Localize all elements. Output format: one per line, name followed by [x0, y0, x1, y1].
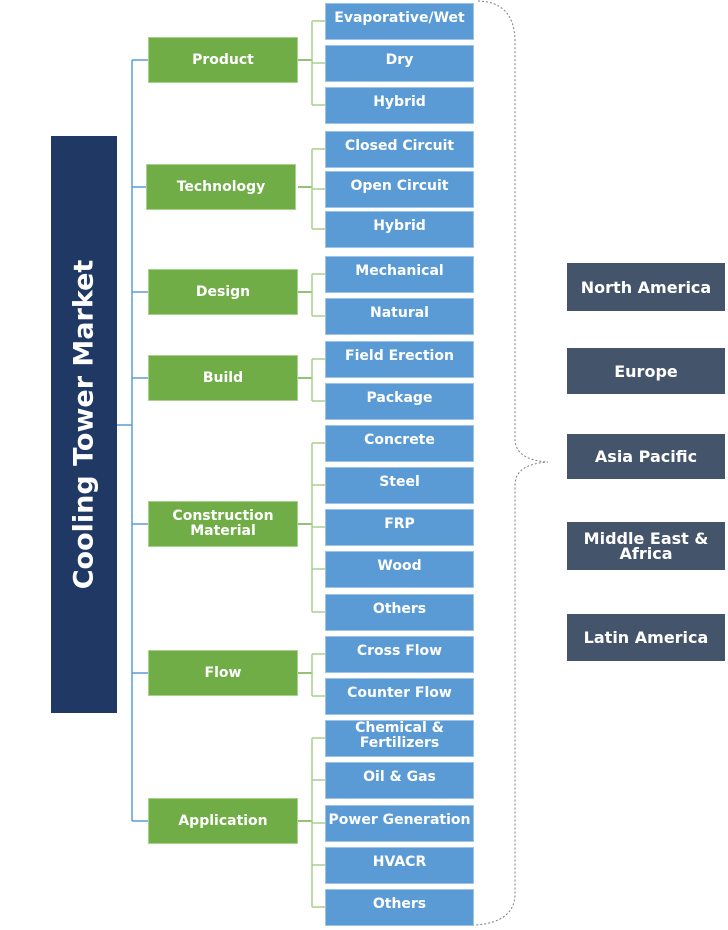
- segment-item-label: Hybrid: [373, 94, 426, 110]
- segment-item: Steel: [325, 467, 474, 504]
- segment-item: Oil & Gas: [325, 762, 474, 799]
- segment-item-label: Counter Flow: [347, 685, 452, 701]
- segment-item-label: Steel: [379, 474, 420, 490]
- segment-item: Wood: [325, 551, 474, 588]
- segment-item-label: Dry: [385, 52, 414, 68]
- segment-item-label: Hybrid: [373, 218, 426, 234]
- segment-item: Field Erection: [325, 341, 474, 378]
- segment-item: Others: [325, 889, 474, 926]
- region-asia-pacific-label: Asia Pacific: [594, 447, 698, 466]
- segment-item: Open Circuit: [325, 171, 474, 208]
- category-build: Build: [148, 355, 298, 401]
- segment-item-label: Cross Flow: [356, 643, 443, 659]
- segment-item: HVACR: [325, 847, 474, 884]
- segment-item-label: Concrete: [364, 432, 435, 448]
- category-design: Design: [148, 269, 298, 315]
- region-brace: [475, 0, 549, 926]
- category-flow-label: Flow: [204, 664, 242, 681]
- segment-item-label: Closed Circuit: [344, 138, 455, 154]
- segment-item-label: Field Erection: [345, 348, 454, 364]
- segment-item-label: Others: [372, 601, 427, 617]
- segment-item: Natural: [325, 298, 474, 335]
- segment-item: Hybrid: [325, 87, 474, 124]
- category-flow: Flow: [148, 650, 298, 696]
- segment-item: Mechanical: [325, 256, 474, 293]
- category-product-label: Product: [192, 51, 254, 68]
- segment-item-label: Oil & Gas: [363, 769, 436, 785]
- segment-item-label: Open Circuit: [350, 178, 449, 194]
- segment-item-label: Mechanical: [355, 263, 444, 279]
- segment-item-label: Wood: [377, 558, 422, 574]
- region-latin-america: Latin America: [567, 614, 725, 661]
- category-construction-material-label: Construction Material: [172, 508, 274, 539]
- category-application: Application: [148, 798, 298, 844]
- region-latin-america-label: Latin America: [583, 628, 709, 647]
- segment-item: Cross Flow: [325, 636, 474, 673]
- main-title-box: Cooling Tower Market: [51, 136, 117, 713]
- category-technology: Technology: [146, 164, 296, 210]
- segment-item: Closed Circuit: [325, 131, 474, 168]
- region-north-america-label: North America: [580, 277, 712, 297]
- segment-item-label: Others: [372, 896, 427, 912]
- segment-item: FRP: [325, 509, 474, 546]
- segment-item-label: Evaporative/Wet: [334, 10, 465, 26]
- main-title: Cooling Tower Market: [68, 259, 100, 590]
- category-application-label: Application: [178, 812, 268, 829]
- segment-item-label: Chemical & Fertilizers: [355, 719, 444, 751]
- region-europe: Europe: [567, 348, 725, 394]
- segment-item: Hybrid: [325, 211, 474, 248]
- category-build-label: Build: [202, 369, 244, 386]
- region-asia-pacific: Asia Pacific: [567, 434, 725, 479]
- segment-item: Counter Flow: [325, 678, 474, 715]
- category-product: Product: [148, 37, 298, 83]
- segment-item: Power Generation: [325, 805, 474, 842]
- category-technology-label: Technology: [176, 178, 266, 195]
- segment-item: Chemical & Fertilizers: [325, 720, 474, 757]
- segment-item: Concrete: [325, 425, 474, 462]
- region-europe-label: Europe: [614, 361, 678, 381]
- segment-item: Evaporative/Wet: [325, 3, 474, 40]
- region-middle-east-africa: Middle East & Africa: [567, 522, 725, 570]
- segment-item: Others: [325, 594, 474, 631]
- segment-item-label: HVACR: [372, 854, 427, 870]
- region-north-america: North America: [567, 263, 725, 311]
- segment-item-label: Power Generation: [328, 812, 471, 828]
- category-construction-material: Construction Material: [148, 501, 298, 547]
- segment-item-label: FRP: [384, 516, 415, 532]
- category-design-label: Design: [195, 283, 251, 300]
- region-middle-east-africa-label: Middle East & Africa: [583, 529, 709, 563]
- segment-item-label: Natural: [370, 305, 429, 321]
- segment-item: Package: [325, 383, 474, 420]
- segment-item: Dry: [325, 45, 474, 82]
- segment-item-label: Package: [366, 390, 433, 406]
